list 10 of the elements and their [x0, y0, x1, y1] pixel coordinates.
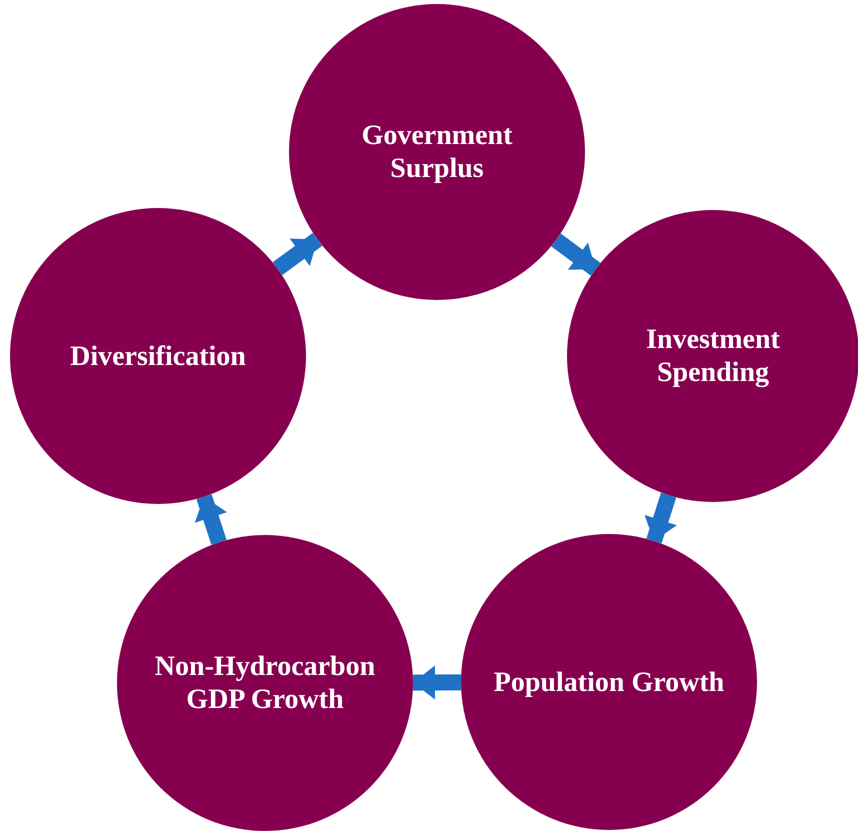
arrow [412, 666, 462, 700]
node-label: Investment Spending [645, 323, 781, 389]
node-label: Government Surplus [360, 119, 514, 185]
arrow [272, 232, 322, 276]
node-label: Diversification [70, 340, 246, 372]
arrow [551, 234, 600, 276]
arrow [644, 492, 677, 544]
arrow [194, 494, 228, 545]
node-label: Population Growth [494, 666, 724, 698]
node-label: Non-Hydrocarbon GDP Growth [154, 650, 376, 716]
